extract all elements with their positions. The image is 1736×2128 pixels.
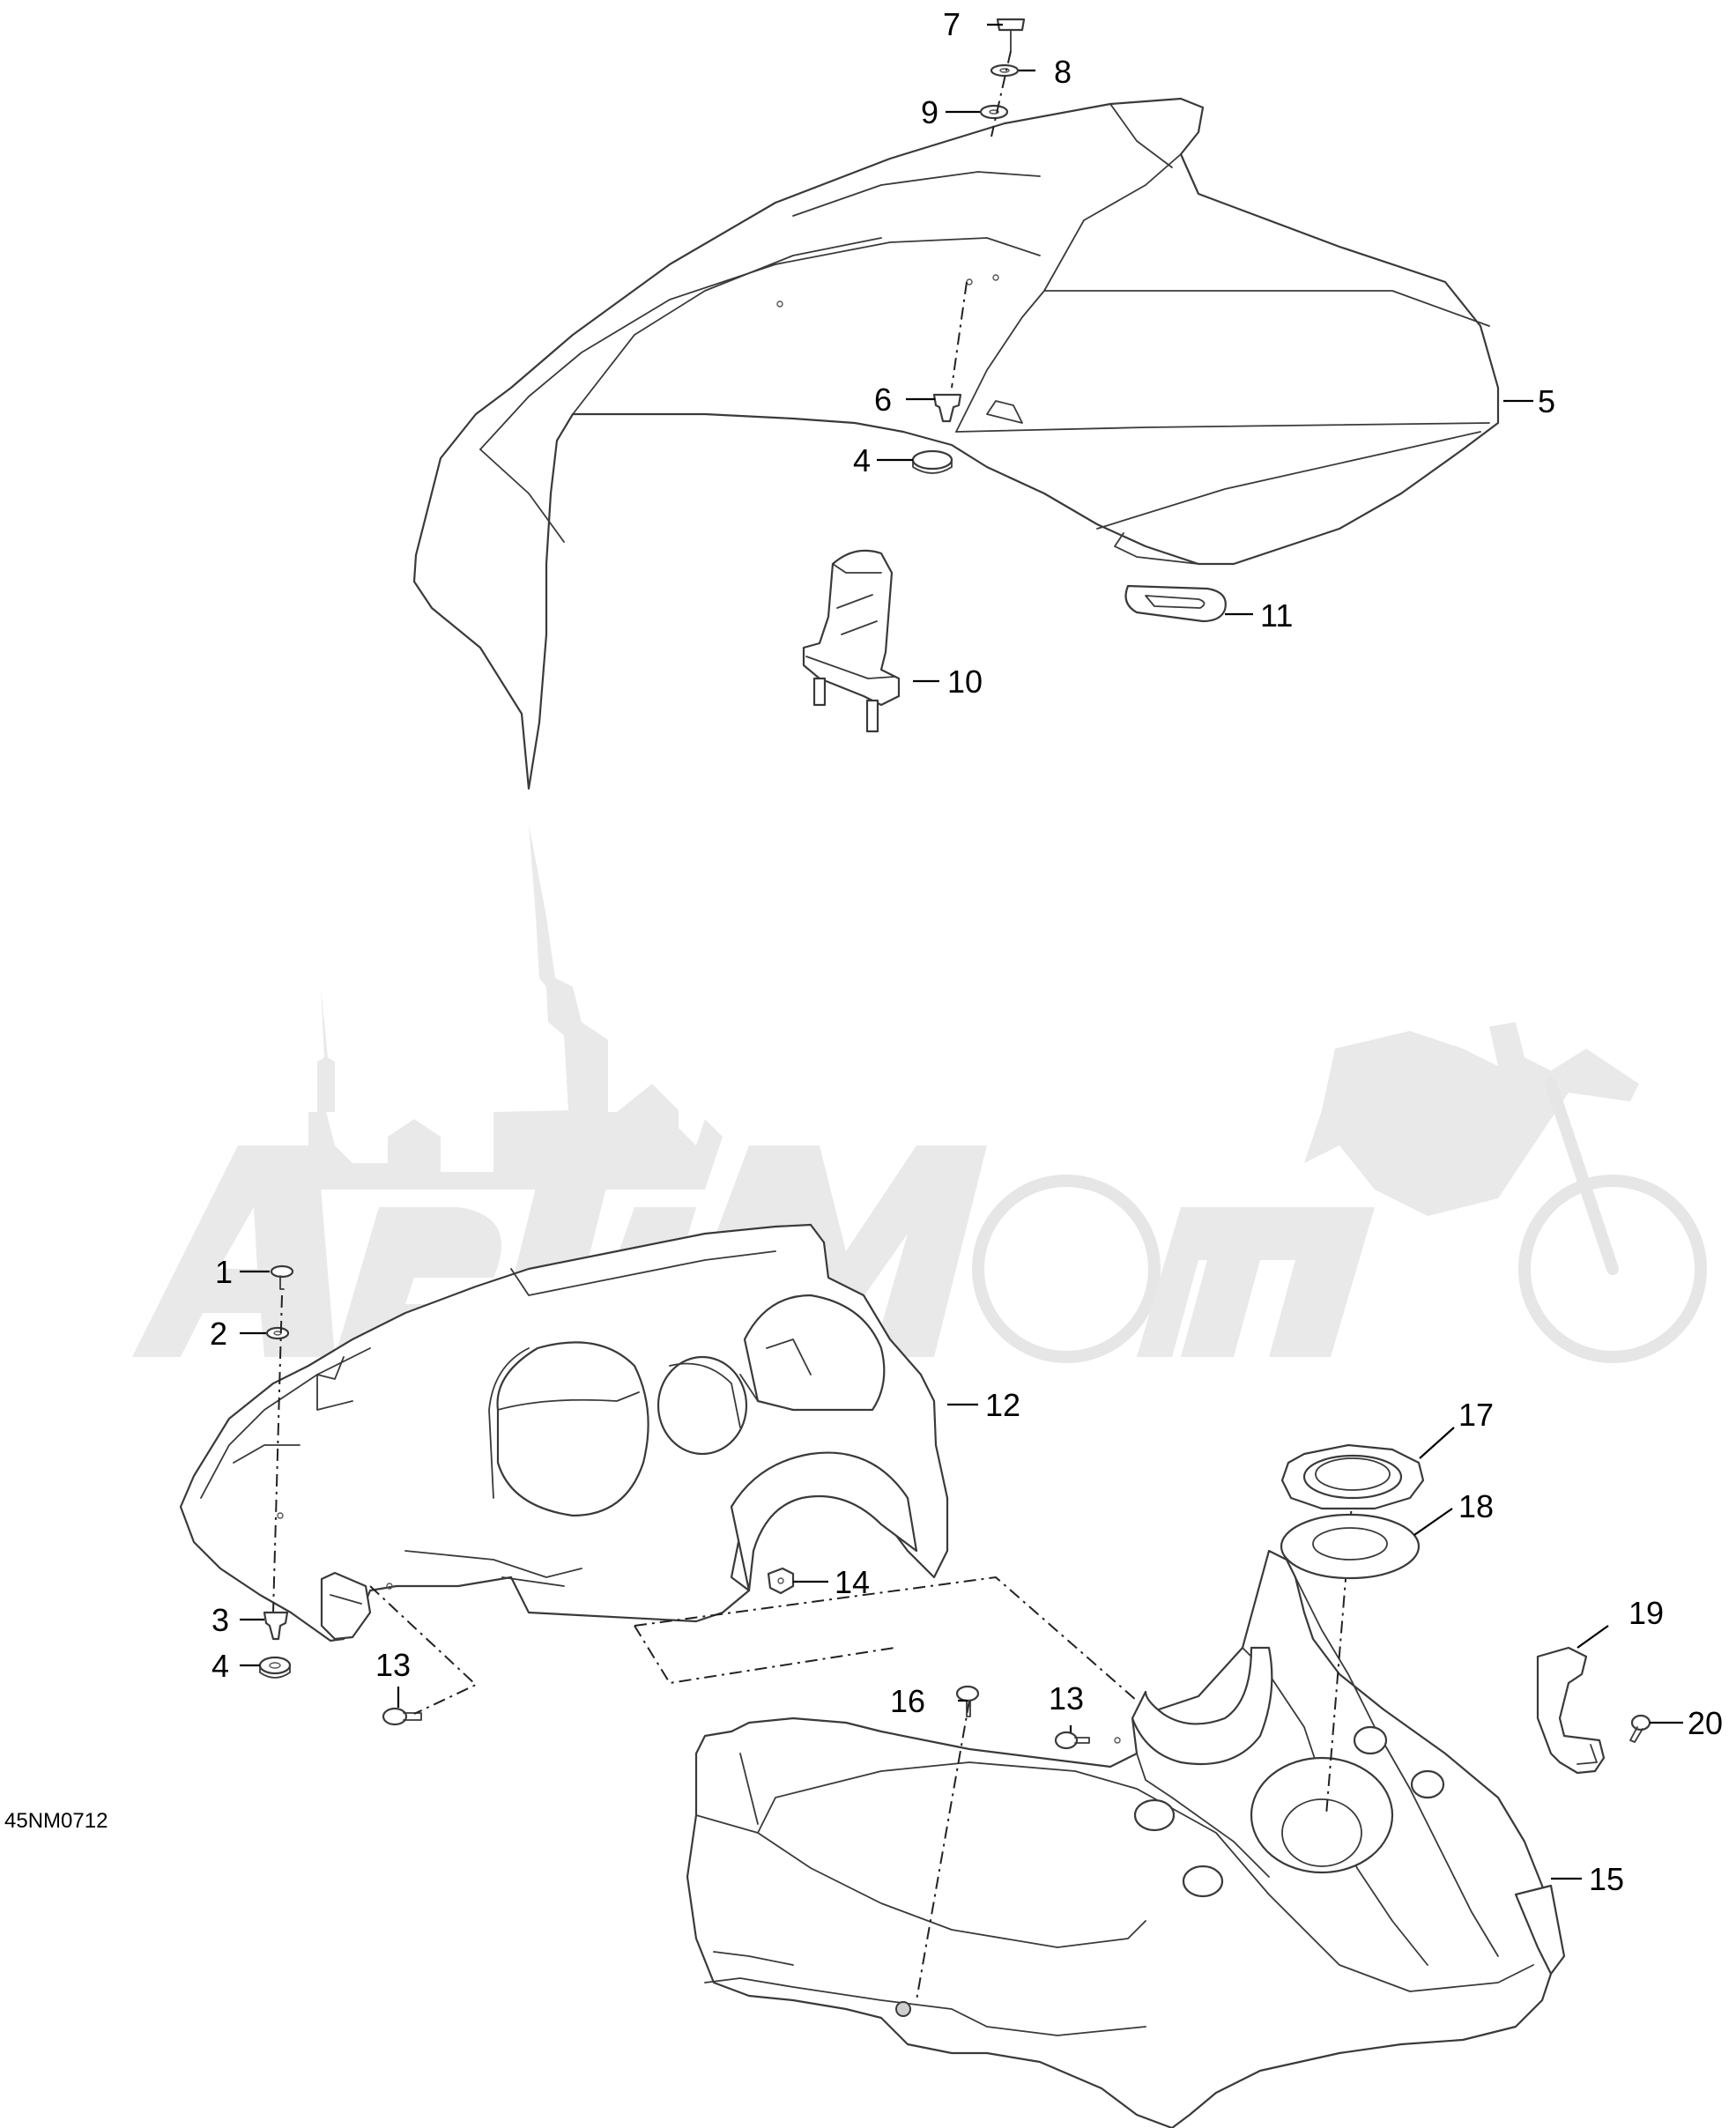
callout-20: 20 [1688, 1705, 1723, 1741]
callout-18: 18 [1458, 1488, 1494, 1524]
part-7-screw [996, 18, 1026, 52]
callout-13-right: 13 [1049, 1680, 1084, 1716]
callout-10: 10 [947, 664, 983, 700]
part-18-gasket [1280, 1513, 1421, 1580]
assembly-line-12-15b [634, 1576, 1138, 1702]
axis-line-7-9 [990, 50, 1012, 137]
callout-1: 1 [215, 1254, 233, 1290]
leader-lines [240, 23, 1683, 1880]
reference-code: 45NM0712 [4, 1809, 108, 1833]
assembly-line-12-15 [369, 1585, 478, 1715]
callout-19: 19 [1628, 1595, 1664, 1631]
part-8-washer [990, 63, 1020, 78]
part-19-trim-bracket [1536, 1646, 1606, 1775]
part-20-screw [1629, 1714, 1651, 1743]
callout-4-upper: 4 [853, 442, 871, 478]
watermark [132, 824, 1707, 1363]
callout-17: 17 [1458, 1397, 1494, 1433]
callout-2: 2 [210, 1316, 227, 1352]
callout-4-lower: 4 [211, 1648, 229, 1684]
part-15-console-cover [686, 1549, 1566, 2128]
axis-line-6 [951, 281, 968, 389]
part-17-nut-ring [1280, 1443, 1425, 1510]
part-12-instrument-cover [179, 1223, 949, 1642]
part-11-handle-grip [1124, 584, 1227, 623]
callout-3: 3 [211, 1602, 229, 1638]
callout-15: 15 [1589, 1861, 1624, 1897]
callout-8: 8 [1054, 54, 1072, 90]
part-4-grommet-lower [258, 1656, 292, 1679]
part-2-washer [265, 1326, 290, 1340]
part-10-bracket [802, 549, 901, 733]
callout-6: 6 [874, 382, 892, 418]
part-14-clip-nut [767, 1567, 795, 1595]
part-13-screw-left [382, 1707, 422, 1726]
part-1-screw [270, 1264, 294, 1290]
callout-14: 14 [835, 1564, 870, 1600]
part-6-push-rivet [932, 393, 962, 423]
part-9-grommet [979, 104, 1009, 120]
part-5-upper-cover [412, 97, 1500, 790]
callout-labels: 7 8 9 5 6 4 11 10 12 1 2 3 4 13 14 16 13… [210, 6, 1723, 1897]
callout-13-left: 13 [375, 1647, 411, 1683]
callout-7: 7 [943, 6, 961, 42]
callout-12: 12 [985, 1387, 1020, 1423]
callout-9: 9 [921, 94, 938, 130]
assembly-line-14 [634, 1625, 895, 1685]
part-3-push-rivet [263, 1611, 289, 1641]
callout-11: 11 [1260, 597, 1293, 634]
part-4-grommet-upper [911, 449, 953, 474]
part-13-screw-right [1054, 1731, 1121, 1750]
axis-line-1-4 [272, 1294, 283, 1613]
callout-16: 16 [890, 1683, 925, 1719]
callout-5: 5 [1538, 383, 1555, 419]
